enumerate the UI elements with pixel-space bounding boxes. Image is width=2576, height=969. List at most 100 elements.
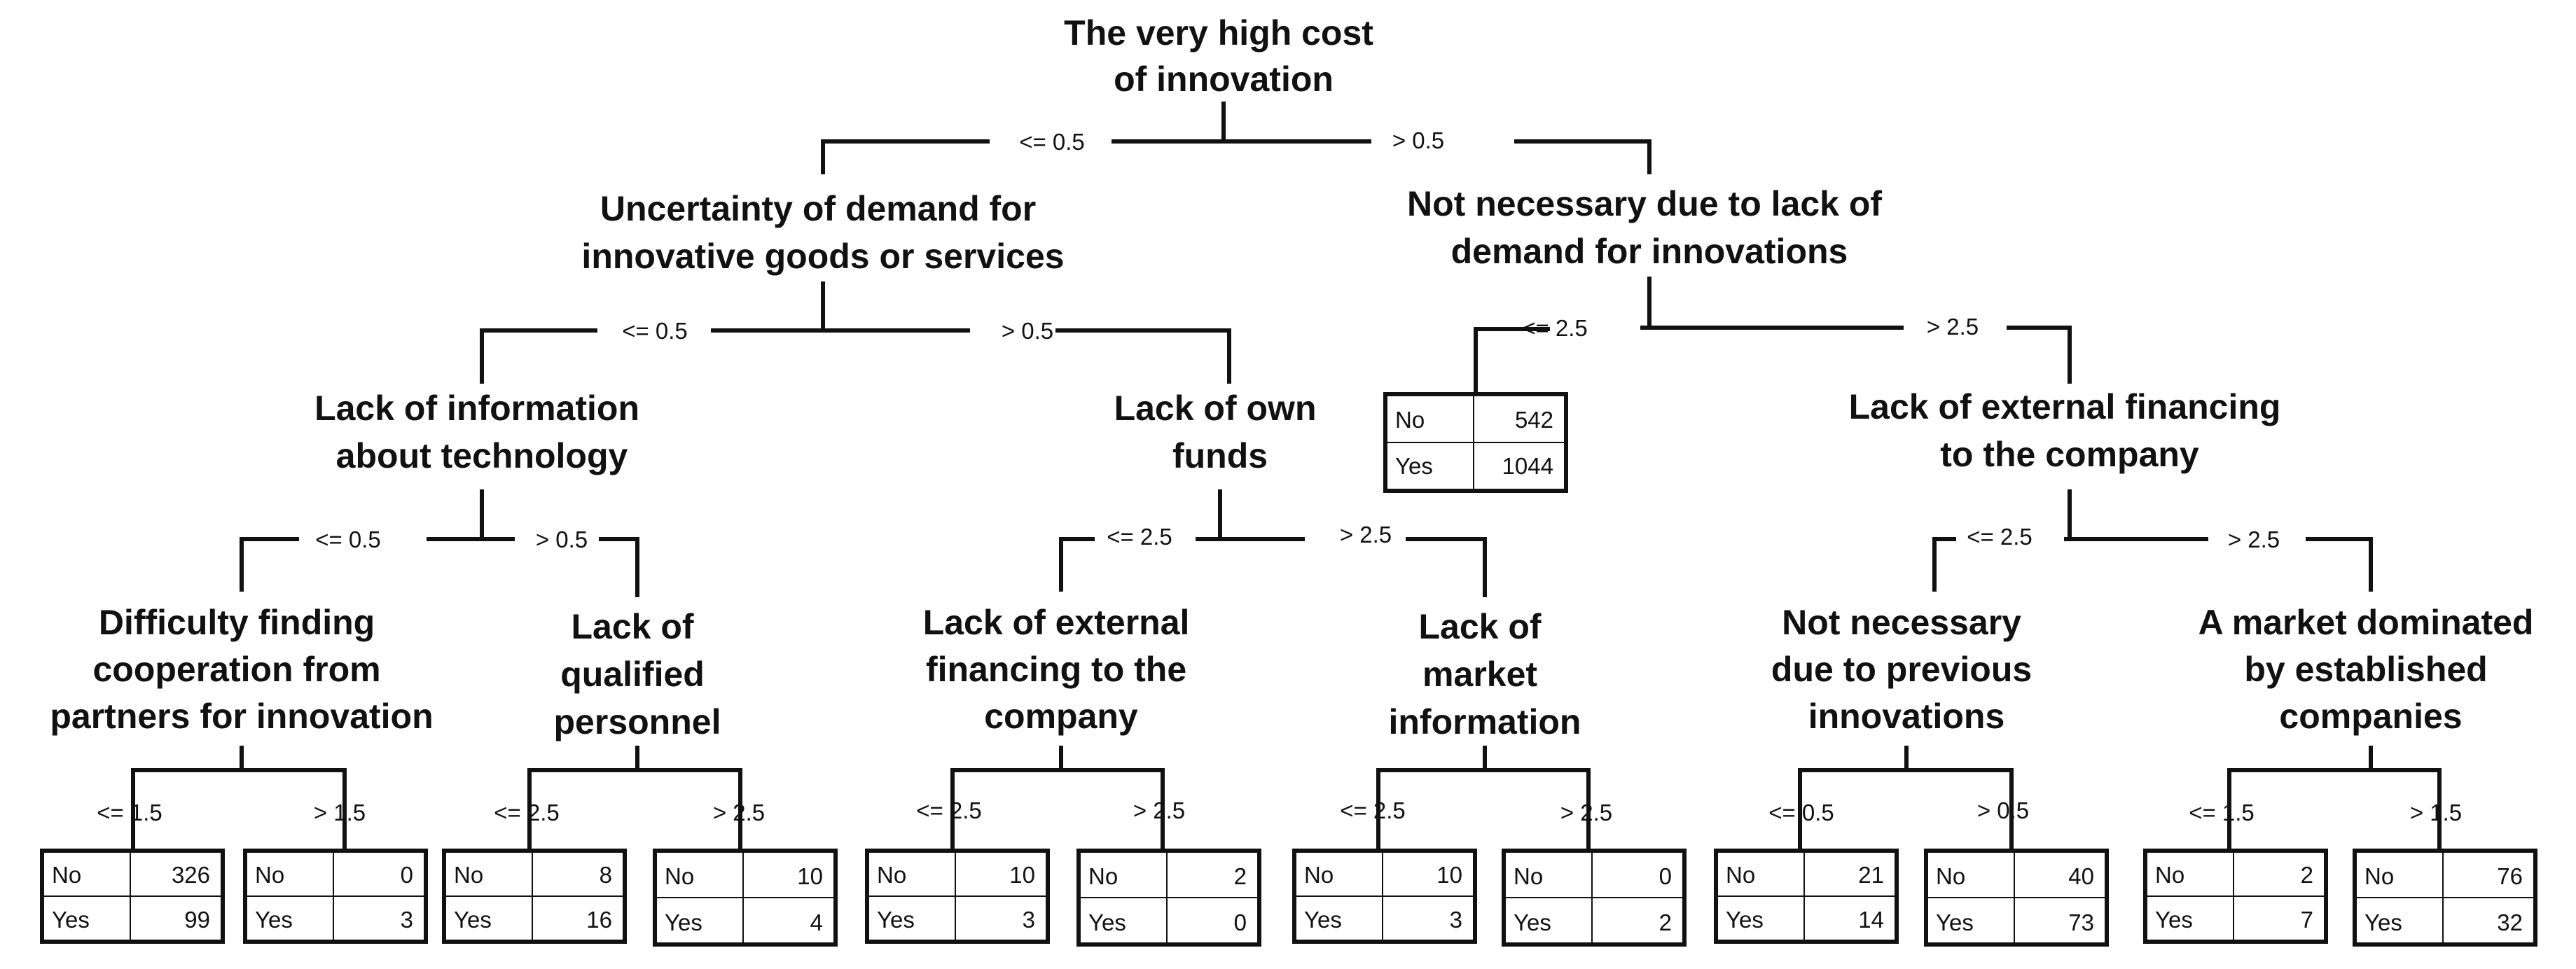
leaf-no-label: No (1514, 863, 1543, 889)
node-title-line: company (984, 697, 1138, 736)
node-external-financing-2: Lack of external financing to the compan… (923, 603, 1200, 736)
leaf-yes-label: Yes (1936, 909, 1974, 935)
node-title-line: Lack of information (314, 389, 639, 428)
leaf-yes-count: 1044 (1502, 453, 1553, 479)
leaf-no-label: No (1936, 863, 1965, 889)
leaf-yes-label: Yes (1514, 909, 1551, 935)
edge-label-root-right: > 0.5 (1392, 127, 1444, 153)
leaf-yes-label: Yes (52, 907, 90, 933)
edge-label-of-left: <= 2.5 (1107, 524, 1172, 550)
edge-label-ef-right: > 2.5 (2228, 527, 2280, 552)
leaf-no-label: No (1726, 862, 1755, 888)
leaf-yes-count: 16 (586, 907, 612, 933)
node-title-line: Not necessary due to lack of (1407, 184, 1882, 223)
leaf-yes-label: Yes (2155, 907, 2193, 933)
leaf-no-count: 21 (1858, 862, 1884, 888)
leaf-no-label: No (1395, 407, 1425, 433)
edge-label-ti-right: > 0.5 (536, 527, 588, 552)
leaf-yes-label: Yes (454, 907, 492, 933)
leaf-previnnov-right: No 40 Yes 73 (1924, 849, 2109, 947)
edge-label-du-left: <= 0.5 (622, 318, 688, 344)
node-title-line: to the company (1940, 435, 2199, 474)
node-title-line: due to previous (1771, 650, 2032, 689)
leaf-qualified-left: No 8 Yes 16 (442, 849, 627, 944)
leaf-no-label: No (255, 862, 284, 888)
node-market-dominated: A market dominated by established compan… (2198, 603, 2544, 736)
node-previous-innovations: Not necessary due to previous innovation… (1771, 603, 2042, 736)
node-qualified-personnel: Lack of qualified personnel (554, 607, 721, 741)
node-own-funds: Lack of own funds (1114, 389, 1327, 475)
leaf-nd-left: No 542 Yes 1044 (1383, 392, 1568, 493)
node-title-line: The very high cost (1064, 13, 1373, 53)
leaf-marketdom-right: No 76 Yes 32 (2353, 849, 2537, 947)
node-title-line: demand for innovations (1451, 232, 1848, 271)
leaf-yes-count: 73 (2068, 909, 2094, 935)
leaf-no-count: 0 (1659, 863, 1672, 889)
node-title-line: Lack of own (1114, 389, 1317, 428)
leaf-yes-count: 3 (1450, 907, 1462, 933)
node-title-line: qualified (560, 655, 705, 694)
node-title-line: of innovation (1114, 60, 1334, 99)
node-title-line: innovative goods or services (581, 237, 1064, 276)
node-cooperation: Difficulty finding cooperation from part… (50, 603, 433, 736)
node-title-line: personnel (554, 702, 721, 741)
leaf-no-count: 10 (1436, 862, 1462, 888)
leaf-yes-count: 99 (184, 907, 210, 933)
edge-label-e2-right: > 2.5 (1133, 797, 1185, 823)
edge-label-qp-right: > 2.5 (713, 800, 765, 825)
edge-label-co-left: <= 1.5 (97, 800, 162, 825)
node-no-demand: Not necessary due to lack of demand for … (1407, 184, 1892, 271)
node-title-line: Lack of external financing (1849, 387, 2281, 426)
leaf-no-count: 326 (172, 862, 210, 888)
leaf-marketdom-left: No 2 Yes 7 (2143, 849, 2328, 944)
node-title-line: funds (1172, 436, 1268, 475)
node-title-line: Lack of (1419, 607, 1542, 646)
leaf-yes-label: Yes (877, 907, 915, 933)
edge-label-mi-left: <= 2.5 (1340, 797, 1406, 823)
edge-labels: <= 0.5 > 0.5 <= 0.5 > 0.5 <= 2.5 > 2.5 <… (97, 127, 2462, 825)
node-root: The very high cost of innovation (1064, 13, 1383, 99)
leaf-no-count: 40 (2068, 863, 2094, 889)
leaf-yes-label: Yes (665, 909, 702, 935)
leaf-yes-label: Yes (255, 907, 293, 933)
edge-label-nd-left: <= 2.5 (1522, 315, 1588, 341)
node-title-line: Uncertainty of demand for (600, 189, 1036, 228)
node-title-line: cooperation from (92, 650, 380, 689)
leaf-no-label: No (2155, 862, 2184, 888)
node-title-line: partners for innovation (50, 697, 433, 736)
leaf-no-count: 76 (2497, 863, 2523, 889)
edge-label-mi-right: > 2.5 (1560, 800, 1612, 825)
leaf-yes-count: 0 (1234, 909, 1247, 935)
node-title-line: Lack of external (923, 603, 1190, 642)
node-title-line: information (1389, 702, 1581, 741)
leaf-yes-label: Yes (1726, 907, 1764, 933)
leaf-yes-count: 3 (1023, 907, 1035, 933)
edge-label-e2-left: <= 2.5 (916, 797, 982, 823)
node-title-line: by established (2244, 650, 2487, 689)
leaf-no-label: No (1304, 862, 1334, 888)
leaf-no-label: No (2364, 863, 2394, 889)
leaf-yes-label: Yes (1304, 907, 1342, 933)
leaf-yes-label: Yes (2364, 909, 2402, 935)
edge-label-ti-left: <= 0.5 (315, 527, 381, 552)
edge-label-nd-right: > 2.5 (1927, 314, 1979, 340)
node-demand-uncertainty: Uncertainty of demand for innovative goo… (581, 189, 1064, 276)
leaf-marketinfo-left: No 10 Yes 3 (1292, 849, 1477, 944)
edge-label-pi-left: <= 0.5 (1768, 800, 1834, 825)
leaf-yes-count: 2 (1659, 909, 1672, 935)
edge-label-qp-left: <= 2.5 (494, 800, 560, 825)
edge-label-co-right: > 1.5 (314, 800, 366, 825)
leaf-yes-count: 3 (401, 907, 413, 933)
leaf-yes-label: Yes (1088, 909, 1126, 935)
edge-label-md-left: <= 1.5 (2189, 800, 2255, 825)
leaf-no-count: 542 (1515, 407, 1553, 433)
leaf-yes-label: Yes (1395, 453, 1433, 479)
node-title-line: companies (2279, 697, 2462, 736)
node-external-financing-company: Lack of external financing to the compan… (1849, 387, 2291, 474)
node-title-line: A market dominated (2198, 603, 2534, 642)
leaf-yes-count: 4 (810, 909, 823, 935)
edge-label-root-left: <= 0.5 (1019, 129, 1085, 155)
tree-connectors (131, 102, 2442, 853)
node-title-line: Lack of (572, 607, 694, 646)
